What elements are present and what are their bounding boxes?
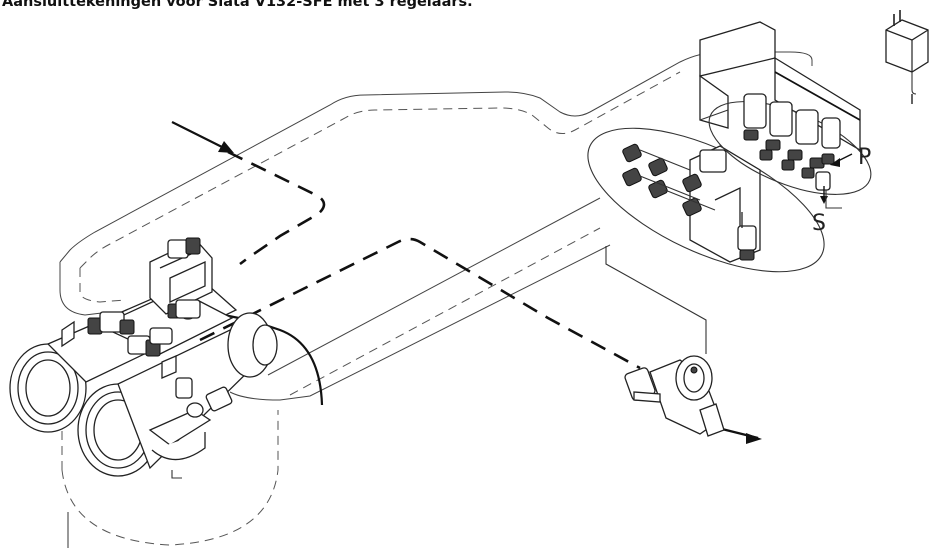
power-adapter-icon [885,10,929,104]
pipe-loop-inner-dashed [79,71,681,396]
pipe-loop-outer [59,51,813,401]
flow-direction-arrow-icon [171,121,234,153]
brine-line-dashed [199,150,641,370]
outlet-arrow-icon [717,426,762,444]
controller-assembly-1 [699,21,872,204]
controller-assembly-2 [587,127,825,273]
controller-wiring [605,190,842,354]
label-supply: S [812,211,826,236]
diagram-title: Aansluittekeningen voor Siata V132-SFE m… [2,0,473,10]
outlet-valve [624,355,725,437]
label-pressure: P [858,145,871,170]
control-valve [9,237,278,477]
resin-tank [61,410,279,548]
